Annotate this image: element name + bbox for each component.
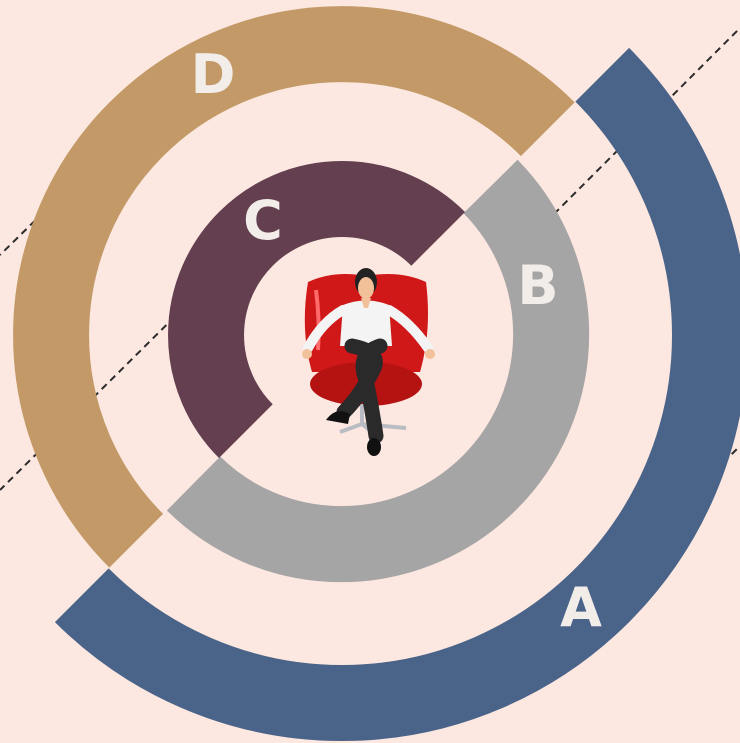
right-hand [425, 349, 435, 359]
ring-label-d: D [191, 43, 236, 106]
ring-label-a: A [560, 576, 602, 639]
ring-label-c: C [243, 189, 283, 252]
right-shoe [367, 438, 381, 456]
face [358, 277, 374, 299]
left-hand [302, 349, 312, 359]
ring-label-b: B [517, 254, 558, 317]
